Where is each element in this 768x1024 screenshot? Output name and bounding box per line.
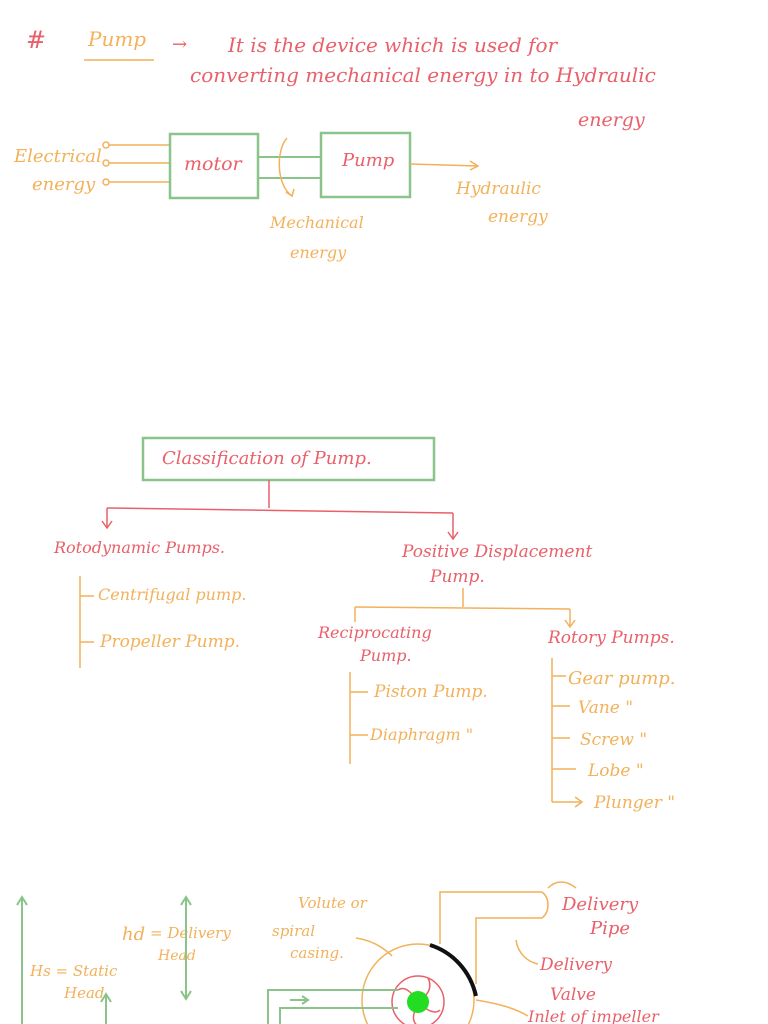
delivery-valve-label-2: Valve	[550, 985, 596, 1005]
delivery-pipe-label-1: Delivery	[561, 894, 639, 915]
volute-label-1: Volute or	[298, 894, 368, 912]
rotary-item: Gear pump.	[568, 668, 676, 689]
positive-label-2: Pump.	[429, 567, 485, 587]
reciprocating-item: Diaphragm "	[369, 725, 473, 744]
arrowhead	[180, 990, 192, 1001]
delivery-head-label-2: Head	[157, 948, 196, 964]
definition-line-3: energy	[578, 109, 645, 131]
impeller-vanes	[397, 977, 441, 1024]
pump-box	[319, 131, 412, 199]
delivery-pipe-end	[541, 891, 549, 919]
mechanical-label-1: Mechanical	[269, 213, 364, 232]
arrowhead	[16, 895, 28, 906]
delivery-valve-pointer	[515, 939, 539, 965]
suction-pipe-inner	[279, 1007, 398, 1024]
rotary-label: Rotory Pumps.	[547, 628, 675, 648]
branch-left-arrowhead	[101, 520, 113, 530]
classification-title-box	[141, 436, 436, 482]
delivery-pipe-pointer	[547, 881, 577, 889]
hydraulic-label-2: energy	[488, 207, 548, 227]
pump-term: Pump	[87, 27, 146, 51]
arrowhead	[301, 995, 310, 1005]
list-arrowhead	[574, 796, 584, 808]
volute-pointer	[355, 937, 393, 957]
input-terminal-2	[102, 159, 110, 167]
rotodynamic-item: Centrifugal pump.	[98, 585, 246, 604]
inlet-label: Inlet of impeller	[527, 1007, 660, 1024]
delivery-pipe-outer	[439, 891, 542, 944]
pump-label: Pump	[341, 150, 395, 171]
hydraulic-label-1: Hydraulic	[455, 179, 541, 199]
impeller-eye	[407, 991, 429, 1013]
definition-arrow: →	[172, 34, 187, 55]
delivery-head-label-1: = Delivery	[150, 924, 231, 942]
inlet-pointer	[475, 999, 529, 1017]
arrowhead	[100, 992, 112, 1003]
rotary-item: Plunger "	[593, 793, 675, 813]
rotation-arrow	[278, 137, 293, 197]
reciprocating-label-1: Reciprocating	[317, 623, 432, 642]
volute-casing	[361, 943, 475, 1024]
arrowhead	[180, 895, 192, 906]
delivery-pipe-inner	[475, 917, 542, 984]
volute-label-3: casing.	[290, 944, 344, 962]
input-label-1: Electrical	[13, 146, 102, 167]
output-arrowhead	[469, 160, 480, 171]
input-terminal-3	[102, 178, 110, 186]
rotary-item: Vane "	[578, 698, 633, 718]
rotodynamic-label: Rotodynamic Pumps.	[53, 538, 225, 557]
definition-line-2: converting mechanical energy in to Hydra…	[190, 63, 656, 87]
rotary-item: Lobe "	[587, 761, 644, 781]
motor-label: motor	[184, 153, 244, 175]
classification-title: Classification of Pump.	[162, 448, 372, 469]
delivery-pipe-label-2: Pipe	[589, 918, 630, 939]
rotodynamic-item: Propeller Pump.	[99, 632, 240, 652]
positive-label-1: Positive Displacement	[401, 542, 592, 562]
hash-mark: #	[26, 26, 46, 54]
mechanical-label-2: energy	[290, 243, 347, 262]
tree-branch	[106, 507, 454, 514]
reciprocating-item: Piston Pump.	[373, 682, 488, 702]
volute-label-2: spiral	[272, 922, 315, 940]
input-label-2: energy	[32, 174, 96, 195]
positive-branch	[354, 606, 571, 610]
static-head-label-1: Hs = Static	[29, 962, 118, 980]
rotation-arrowhead	[285, 188, 295, 198]
suction-pipe-outer	[267, 989, 398, 1024]
casing-tongue	[429, 943, 478, 997]
input-terminal-1	[102, 141, 110, 149]
motor-box	[168, 132, 260, 200]
static-head-label-2: Head	[63, 984, 105, 1002]
impeller	[391, 975, 445, 1024]
branch-arrowhead	[564, 619, 576, 629]
reciprocating-label-2: Pump.	[359, 646, 412, 665]
delivery-valve-label-1: Delivery	[539, 955, 612, 975]
delivery-head-symbol: hd	[122, 924, 145, 945]
definition-line-1: It is the device which is used for	[227, 33, 559, 57]
branch-right-arrowhead	[447, 531, 459, 541]
rotary-item: Screw "	[580, 730, 647, 750]
output-arrow	[409, 163, 479, 167]
